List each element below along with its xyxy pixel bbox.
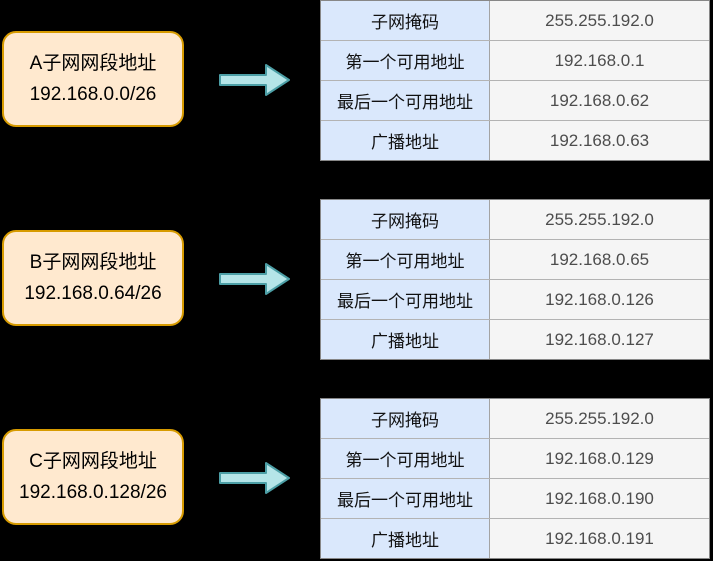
row-label: 最后一个可用地址	[321, 479, 490, 518]
table-row: 广播地址 192.168.0.191	[321, 519, 709, 558]
subnet-group-c: C子网网段地址 192.168.0.128/26 子网掩码 255.255.19…	[0, 398, 713, 559]
row-label: 子网掩码	[321, 399, 490, 438]
table-row: 子网掩码 255.255.192.0	[321, 200, 709, 240]
subnet-box-title: C子网网段地址	[29, 451, 157, 472]
table-row: 子网掩码 255.255.192.0	[321, 399, 709, 439]
row-label: 第一个可用地址	[321, 41, 490, 80]
row-value: 192.168.0.65	[490, 240, 709, 279]
row-value: 255.255.192.0	[490, 200, 709, 239]
row-value: 255.255.192.0	[490, 399, 709, 438]
table-row: 广播地址 192.168.0.127	[321, 320, 709, 359]
subnet-box-cidr: 192.168.0.0/26	[29, 84, 157, 105]
row-label: 广播地址	[321, 519, 490, 558]
table-row: 广播地址 192.168.0.63	[321, 121, 709, 160]
subnet-box-cidr: 192.168.0.64/26	[24, 283, 162, 304]
table-row: 第一个可用地址 192.168.0.1	[321, 41, 709, 81]
row-label: 广播地址	[321, 320, 490, 359]
arrow-right-icon	[219, 462, 290, 494]
row-value: 192.168.0.191	[490, 519, 709, 558]
subnet-group-b: B子网网段地址 192.168.0.64/26 子网掩码 255.255.192…	[0, 199, 713, 360]
subnet-a-table: 子网掩码 255.255.192.0 第一个可用地址 192.168.0.1 最…	[320, 0, 710, 161]
row-value: 255.255.192.0	[490, 1, 709, 40]
table-row: 最后一个可用地址 192.168.0.190	[321, 479, 709, 519]
row-value: 192.168.0.1	[490, 41, 709, 80]
row-value: 192.168.0.126	[490, 280, 709, 319]
row-label: 子网掩码	[321, 200, 490, 239]
row-label: 第一个可用地址	[321, 439, 490, 478]
table-row: 子网掩码 255.255.192.0	[321, 1, 709, 41]
row-label: 最后一个可用地址	[321, 81, 490, 120]
row-label: 子网掩码	[321, 1, 490, 40]
row-label: 第一个可用地址	[321, 240, 490, 279]
subnet-box-cidr: 192.168.0.128/26	[19, 482, 167, 503]
subnet-c-table: 子网掩码 255.255.192.0 第一个可用地址 192.168.0.129…	[320, 398, 710, 559]
row-value: 192.168.0.62	[490, 81, 709, 120]
subnet-box-title: A子网网段地址	[29, 53, 157, 74]
row-value: 192.168.0.190	[490, 479, 709, 518]
row-label: 广播地址	[321, 121, 490, 160]
table-row: 第一个可用地址 192.168.0.129	[321, 439, 709, 479]
row-value: 192.168.0.129	[490, 439, 709, 478]
arrow-right-icon	[219, 64, 290, 96]
table-row: 第一个可用地址 192.168.0.65	[321, 240, 709, 280]
arrow-right-icon	[219, 263, 290, 295]
subnet-group-a: A子网网段地址 192.168.0.0/26 子网掩码 255.255.192.…	[0, 0, 713, 161]
table-row: 最后一个可用地址 192.168.0.62	[321, 81, 709, 121]
subnet-b-table: 子网掩码 255.255.192.0 第一个可用地址 192.168.0.65 …	[320, 199, 710, 360]
subnet-a-box: A子网网段地址 192.168.0.0/26	[2, 31, 184, 127]
row-value: 192.168.0.127	[490, 320, 709, 359]
subnet-box-title: B子网网段地址	[29, 252, 157, 273]
row-value: 192.168.0.63	[490, 121, 709, 160]
subnet-b-box: B子网网段地址 192.168.0.64/26	[2, 230, 184, 326]
subnet-c-box: C子网网段地址 192.168.0.128/26	[2, 429, 184, 525]
row-label: 最后一个可用地址	[321, 280, 490, 319]
table-row: 最后一个可用地址 192.168.0.126	[321, 280, 709, 320]
